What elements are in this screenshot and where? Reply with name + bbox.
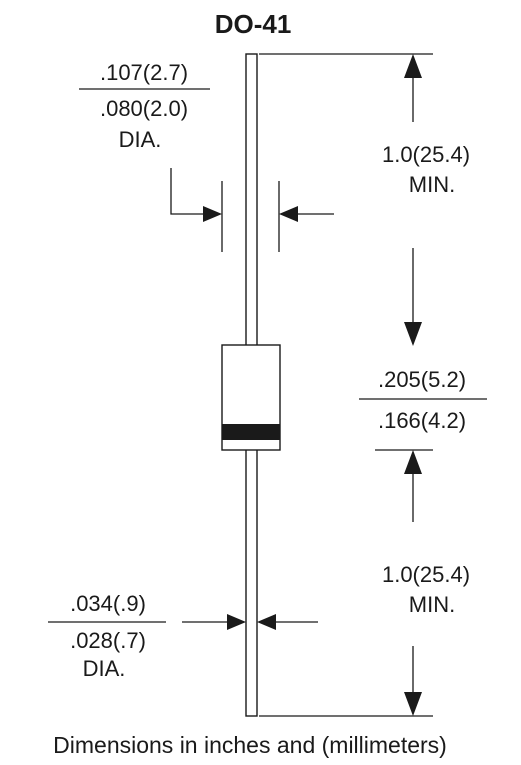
body-diameter-dimension: .107(2.7) .080(2.0) DIA. [79,60,334,252]
bottom-lead-length-value: 1.0(25.4) [382,562,470,587]
top-lead-length-dimension: 1.0(25.4) MIN. [259,53,470,346]
dimensions-caption: Dimensions in inches and (millimeters) [53,732,447,758]
top-lead-length-value: 1.0(25.4) [382,142,470,167]
lead-diameter-arrow-right [227,614,246,630]
bottom-lead-length-min: MIN. [409,592,455,617]
top-lead-arrow-down [404,322,422,346]
bottom-lead-length-dimension: 1.0(25.4) MIN. [259,450,470,717]
lead-diameter-arrow-left [257,614,276,630]
body-diameter-leader-line [170,168,205,215]
lead-diameter-min: .028(.7) [70,628,146,653]
body-diameter-dia-label: DIA. [119,127,162,152]
body-length-min: .166(4.2) [378,408,466,433]
top-lead-length-min: MIN. [409,172,455,197]
bottom-lead [245,448,258,717]
diode-component [221,53,281,717]
top-lead-arrow-up [404,54,422,78]
bottom-lead-arrow-up [404,450,422,474]
bottom-lead-arrow-down [404,692,422,716]
body-length-max: .205(5.2) [378,367,466,392]
lead-diameter-max: .034(.9) [70,591,146,616]
cathode-band [222,424,280,440]
body-diameter-max: .107(2.7) [100,60,188,85]
body-diameter-arrow-left [279,206,298,222]
lead-diameter-dimension: .034(.9) .028(.7) DIA. [48,591,318,681]
body-diameter-min: .080(2.0) [100,96,188,121]
body-diameter-arrow-right [203,206,222,222]
package-title: DO-41 [215,9,292,39]
top-lead [245,53,258,347]
body-length-dimension: .205(5.2) .166(4.2) [359,367,487,451]
lead-diameter-dia-label: DIA. [83,656,126,681]
